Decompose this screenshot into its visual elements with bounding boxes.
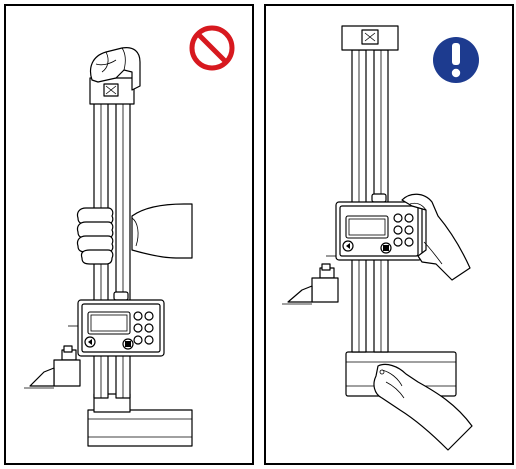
hand-gripping-top	[89, 47, 141, 91]
scriber-arm	[24, 345, 81, 389]
hand-holding-slider	[401, 193, 471, 281]
top-cap	[341, 25, 399, 51]
panel-incorrect-handling	[4, 4, 254, 465]
slider-display-unit	[326, 193, 423, 261]
right-illustration	[282, 25, 479, 451]
height-gauge-base	[87, 393, 193, 447]
left-illustration	[24, 25, 235, 447]
exclamation-icon	[433, 37, 479, 83]
prohibition-icon	[189, 25, 235, 71]
scriber-arm	[282, 263, 339, 305]
hand-holding-base	[373, 363, 473, 451]
hand-gripping-columns	[76, 203, 193, 265]
slider-display-unit	[68, 291, 165, 357]
panel-correct-handling	[264, 4, 514, 465]
